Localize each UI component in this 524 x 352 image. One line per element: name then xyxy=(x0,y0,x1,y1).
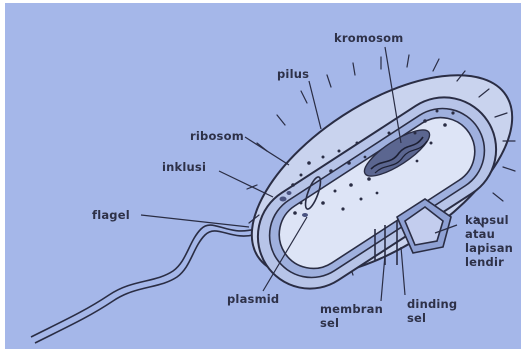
label-dinding-line1: dinding xyxy=(407,297,457,311)
label-inklusi: inklusi xyxy=(162,160,206,174)
label-dinding-sel: dinding sel xyxy=(407,297,457,325)
label-kromosom: kromosom xyxy=(334,31,403,45)
label-membran-line1: membran xyxy=(320,302,383,316)
label-dinding-line2: sel xyxy=(407,311,457,325)
label-kapsul-line4: lendir xyxy=(465,255,513,269)
label-membran-line2: sel xyxy=(320,316,383,330)
label-ribosom: ribosom xyxy=(190,129,244,143)
label-kapsul: kapsul atau lapisan lendir xyxy=(465,213,513,269)
label-pilus: pilus xyxy=(277,67,309,81)
flagellum xyxy=(31,225,257,343)
label-kapsul-line3: lapisan xyxy=(465,241,513,255)
label-kapsul-line1: kapsul xyxy=(465,213,513,227)
label-plasmid: plasmid xyxy=(227,292,279,306)
label-flagel: flagel xyxy=(92,208,130,222)
bacteria-diagram: kromosom pilus ribosom inklusi flagel pl… xyxy=(5,3,521,349)
label-kapsul-line2: atau xyxy=(465,227,513,241)
label-membran-sel: membran sel xyxy=(320,302,383,330)
